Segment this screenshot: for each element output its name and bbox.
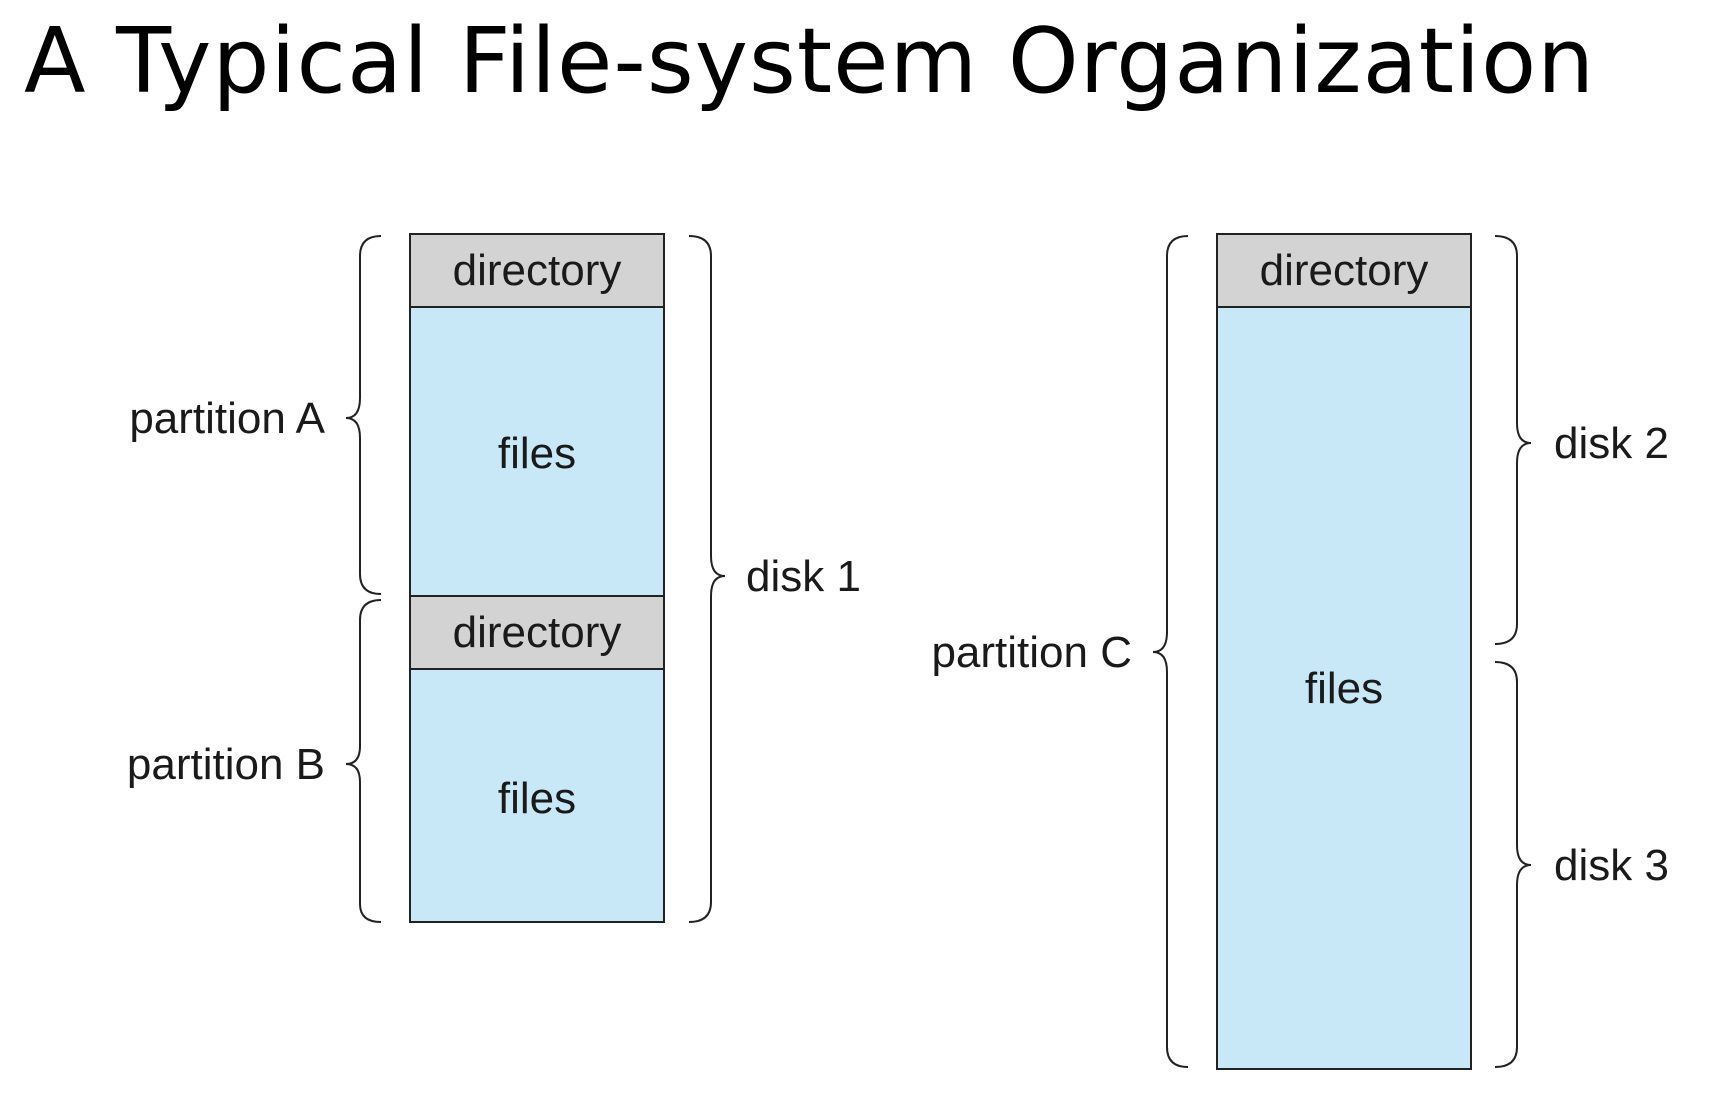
- disk-3-label: disk 3: [1554, 841, 1669, 890]
- partition-b-brace: [345, 599, 382, 923]
- disk-3-brace: [1494, 661, 1532, 1068]
- directory-label: directory: [453, 246, 622, 295]
- partition-a-block: directory files: [409, 233, 665, 597]
- directory-box: [409, 233, 665, 308]
- partition-c-block: directory files: [1216, 233, 1472, 1070]
- partition-c-label: partition C: [931, 628, 1132, 677]
- partition-c-brace: [1152, 235, 1189, 1068]
- files-box: [1216, 306, 1472, 1070]
- disk-2-brace: [1494, 235, 1532, 645]
- page-title: A Typical File-system Organization: [24, 9, 1596, 114]
- directory-label: directory: [453, 608, 622, 657]
- files-label: files: [1305, 664, 1383, 713]
- directory-box: [409, 595, 665, 670]
- directory-label: directory: [1260, 246, 1429, 295]
- files-box: [409, 668, 665, 923]
- disk-1-brace: [688, 235, 726, 923]
- files-box: [409, 306, 665, 597]
- disk-2-label: disk 2: [1554, 419, 1669, 468]
- files-label: files: [498, 774, 576, 823]
- partition-a-brace: [345, 235, 382, 595]
- partition-b-block: directory files: [409, 595, 665, 923]
- files-label: files: [498, 429, 576, 478]
- partition-a-label: partition A: [129, 394, 325, 443]
- disk-1-label: disk 1: [746, 552, 861, 601]
- partition-b-label: partition B: [127, 740, 325, 789]
